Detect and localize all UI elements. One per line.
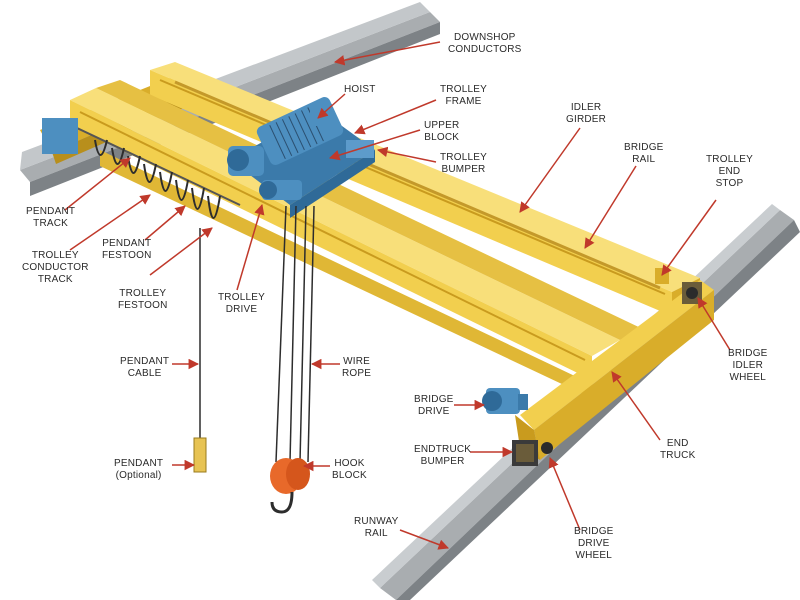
label-pendant-optional: PENDANT (Optional) (114, 458, 164, 481)
label-upper-block: UPPER BLOCK (424, 120, 460, 143)
trolley-drive-motor (259, 180, 302, 200)
label-trolley-drive: TROLLEY DRIVE (218, 292, 265, 315)
label-hook-block: HOOK BLOCK (332, 458, 367, 481)
label-pendant-cable: PENDANT CABLE (120, 356, 170, 379)
pointer-lines (64, 41, 731, 550)
label-endtruck-bumper: ENDTRUCK BUMPER (414, 444, 472, 467)
label-idler-girder: IDLER GIRDER (566, 102, 607, 125)
label-trolley-end-stop: TROLLEY END STOP (706, 154, 753, 189)
label-trolley-festoon: TROLLEY FESTOON (118, 288, 168, 311)
endtruck-bumper-part (512, 440, 538, 466)
wire-rope (275, 205, 315, 463)
label-bridge-idler-wheel: BRIDGE IDLER WHEEL (728, 348, 768, 383)
pendant-cable (193, 228, 207, 473)
bridge-drive-wheel-part (541, 442, 553, 454)
label-wire-rope: WIRE ROPE (342, 356, 372, 379)
drive-girder (70, 80, 645, 402)
label-downshop-conductors: DOWNSHOP CONDUCTORS (448, 32, 522, 55)
label-runway-rail: RUNWAY RAIL (354, 516, 399, 539)
hook-block (270, 458, 310, 514)
label-end-truck: END TRUCK (660, 438, 696, 461)
festoon-system (42, 118, 241, 219)
label-bridge-drive-wheel: BRIDGE DRIVE WHEEL (574, 526, 614, 561)
bridge-idler-wheel-part (682, 282, 702, 304)
label-bridge-drive: BRIDGE DRIVE (414, 394, 454, 417)
label-pendant-festoon: PENDANT FESTOON (102, 238, 152, 261)
label-trolley-conductor-track: TROLLEY CONDUCTOR TRACK (22, 250, 89, 285)
label-trolley-bumper: TROLLEY BUMPER (440, 152, 487, 175)
label-trolley-frame: TROLLEY FRAME (440, 84, 487, 107)
label-pendant-track: PENDANT TRACK (26, 206, 76, 229)
trolley-end-stop-part (655, 268, 669, 284)
label-bridge-rail: BRIDGE RAIL (624, 142, 664, 165)
bridge-rail-line (174, 80, 661, 290)
bridge-drive-motor (482, 388, 528, 414)
label-hoist: HOIST (344, 84, 376, 95)
